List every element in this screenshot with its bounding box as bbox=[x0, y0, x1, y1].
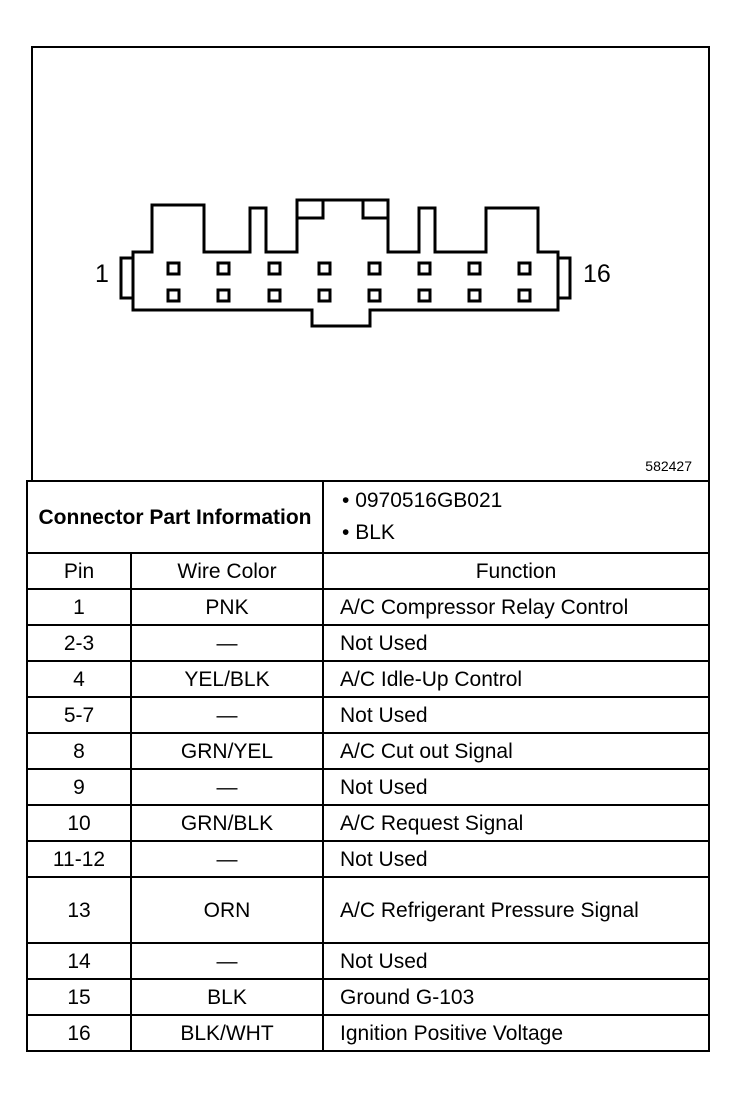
wire-color-cell: — bbox=[129, 696, 325, 734]
pin-cell: 8 bbox=[26, 732, 132, 770]
function-cell: Ignition Positive Voltage bbox=[322, 1014, 711, 1052]
wire-color-cell: BLK bbox=[129, 978, 325, 1016]
function-cell: A/C Cut out Signal bbox=[322, 732, 711, 770]
connector-info-row: Connector Part Information • 0970516GB02… bbox=[25, 480, 711, 554]
connector-color: • BLK bbox=[342, 521, 395, 544]
function-cell: A/C Request Signal bbox=[322, 804, 711, 842]
pin-cavity bbox=[216, 288, 231, 303]
function-cell: Not Used bbox=[322, 624, 711, 662]
function-cell: Not Used bbox=[322, 696, 711, 734]
wire-color-cell: — bbox=[129, 768, 325, 806]
wire-color-cell: ORN bbox=[129, 876, 325, 944]
pin-cell: 10 bbox=[26, 804, 132, 842]
pin-cell: 15 bbox=[26, 978, 132, 1016]
header-wire-color: Wire Color bbox=[129, 552, 325, 590]
wire-color-cell: YEL/BLK bbox=[129, 660, 325, 698]
header-function: Function bbox=[322, 552, 711, 590]
pin-1-label: 1 bbox=[95, 260, 109, 288]
table-row: 14—Not Used bbox=[26, 942, 711, 980]
function-cell: Not Used bbox=[322, 768, 711, 806]
connector-info-label: Connector Part Information bbox=[25, 480, 325, 554]
wire-color-cell: — bbox=[129, 840, 325, 878]
pin-cavity bbox=[367, 261, 382, 276]
pin-cell: 2-3 bbox=[26, 624, 132, 662]
pin-cell: 14 bbox=[26, 942, 132, 980]
pin-cell: 9 bbox=[26, 768, 132, 806]
pin-cavity bbox=[267, 288, 282, 303]
connector-diagram: 1 16 582427 bbox=[31, 46, 710, 480]
pin-cell: 4 bbox=[26, 660, 132, 698]
pin-cavity bbox=[166, 288, 181, 303]
wire-color-cell: GRN/YEL bbox=[129, 732, 325, 770]
wire-color-cell: PNK bbox=[129, 588, 325, 626]
function-cell: Not Used bbox=[322, 840, 711, 878]
connector-drawing bbox=[119, 198, 572, 328]
pin-cavity bbox=[467, 261, 482, 276]
pin-cavity bbox=[417, 261, 432, 276]
pin-cavity bbox=[317, 288, 332, 303]
diagram-reference-number: 582427 bbox=[645, 458, 692, 474]
function-cell: Not Used bbox=[322, 942, 711, 980]
pin-cavity bbox=[317, 261, 332, 276]
pin-cavity bbox=[267, 261, 282, 276]
connector-part-number: • 0970516GB021 bbox=[342, 489, 503, 512]
pin-cell: 11-12 bbox=[26, 840, 132, 878]
table-header-row: Pin Wire Color Function bbox=[26, 552, 711, 590]
table-row: 11-12—Not Used bbox=[26, 840, 711, 878]
pin-cavity bbox=[517, 288, 532, 303]
header-pin: Pin bbox=[26, 552, 132, 590]
wire-color-cell: — bbox=[129, 942, 325, 980]
wire-color-cell: — bbox=[129, 624, 325, 662]
connector-info-values: • 0970516GB021 • BLK bbox=[322, 480, 711, 554]
pin-cell: 5-7 bbox=[26, 696, 132, 734]
wire-color-cell: BLK/WHT bbox=[129, 1014, 325, 1052]
function-cell: Ground G-103 bbox=[322, 978, 711, 1016]
table-row: 5-7—Not Used bbox=[26, 696, 711, 734]
pin-cell: 1 bbox=[26, 588, 132, 626]
pin-cell: 13 bbox=[26, 876, 132, 944]
function-cell: A/C Idle-Up Control bbox=[322, 660, 711, 698]
pin-cavity bbox=[166, 261, 181, 276]
pin-cell: 16 bbox=[26, 1014, 132, 1052]
pin-cavity bbox=[467, 288, 482, 303]
function-cell: A/C Compressor Relay Control bbox=[322, 588, 711, 626]
pin-cavity bbox=[367, 288, 382, 303]
pin-16-label: 16 bbox=[583, 260, 611, 288]
pin-cavity bbox=[417, 288, 432, 303]
table-row: 2-3—Not Used bbox=[26, 624, 711, 662]
wire-color-cell: GRN/BLK bbox=[129, 804, 325, 842]
pin-cavity bbox=[216, 261, 231, 276]
pin-cavity bbox=[517, 261, 532, 276]
connector-table: Connector Part Information • 0970516GB02… bbox=[25, 480, 711, 1052]
function-cell: A/C Refrigerant Pressure Signal bbox=[322, 876, 711, 944]
table-row: 9—Not Used bbox=[26, 768, 711, 806]
